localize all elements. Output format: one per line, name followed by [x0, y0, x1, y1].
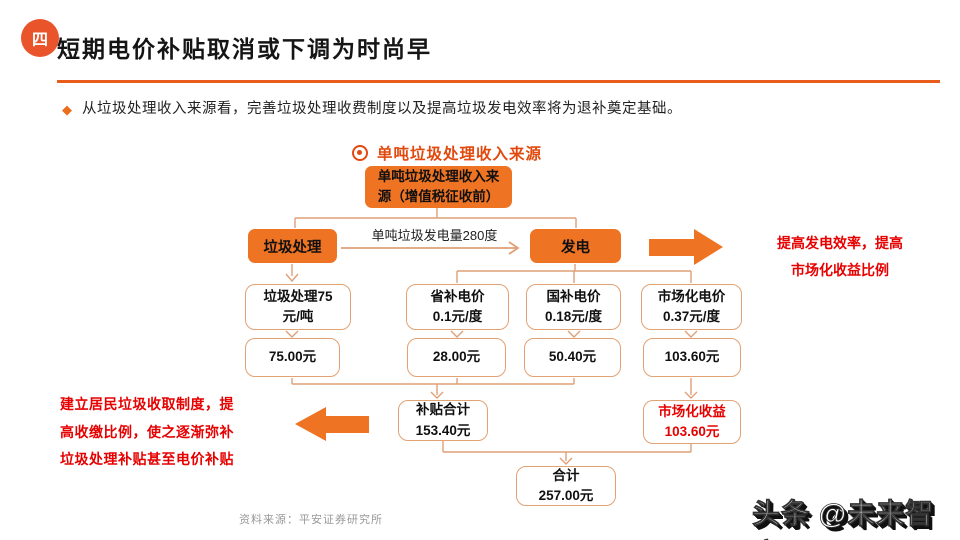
- node-subsidy-total: 补贴合计 153.40元: [398, 400, 488, 441]
- source-note: 资料来源：平安证券研究所: [239, 514, 383, 526]
- figure-title: 单吨垃圾处理收入来源: [377, 146, 543, 163]
- edge-label-generation: 单吨垃圾发电量280度: [371, 228, 498, 243]
- node-root-line2: 源（增值税征收前）: [377, 189, 500, 204]
- node-waste-treatment: 垃圾处理: [248, 229, 337, 263]
- node-rate-provincial: 省补电价 0.1元/度: [406, 284, 509, 330]
- target-icon: [352, 145, 368, 161]
- note-right: 提高发电效率，提高 市场化收益比例: [777, 235, 903, 278]
- node-value-market: 103.60元: [643, 338, 741, 377]
- block-arrow-left-icon: [295, 407, 369, 441]
- node-rate-waste: 垃圾处理75 元/吨: [245, 284, 351, 330]
- bullet-text: 从垃圾处理收入来源看，完善垃圾处理收费制度以及提高垃圾发电效率将为退补奠定基础。: [82, 101, 682, 117]
- note-left: 建立居民垃圾收取制度，提 高收缴比例，使之逐渐弥补 垃圾处理补贴甚至电价补贴: [60, 396, 234, 467]
- node-grand-total: 合计 257.00元: [516, 466, 616, 506]
- figure-title-row: 单吨垃圾处理收入来源: [352, 142, 542, 164]
- node-market-income: 市场化收益 103.60元: [643, 400, 741, 444]
- watermark: 头条 @未来智库: [752, 498, 935, 540]
- node-rate-market: 市场化电价 0.37元/度: [641, 284, 742, 330]
- section-number-badge: 四: [21, 19, 59, 57]
- node-power-generation: 发电: [530, 229, 621, 263]
- page-title: 短期电价补贴取消或下调为时尚早: [57, 36, 432, 62]
- block-arrow-right-icon: [649, 229, 723, 265]
- node-value-waste: 75.00元: [245, 338, 340, 377]
- node-rate-national: 国补电价 0.18元/度: [526, 284, 621, 330]
- bullet-row: ◆ 从垃圾处理收入来源看，完善垃圾处理收费制度以及提高垃圾发电效率将为退补奠定基…: [62, 100, 682, 119]
- title-underline: [57, 80, 940, 83]
- node-root-line1: 单吨垃圾处理收入来: [377, 168, 500, 184]
- section-number: 四: [31, 32, 48, 49]
- node-value-provincial: 28.00元: [407, 338, 506, 377]
- node-root: 单吨垃圾处理收入来 源（增值税征收前）: [365, 166, 512, 208]
- node-value-national: 50.40元: [524, 338, 621, 377]
- diamond-bullet-icon: ◆: [62, 102, 72, 117]
